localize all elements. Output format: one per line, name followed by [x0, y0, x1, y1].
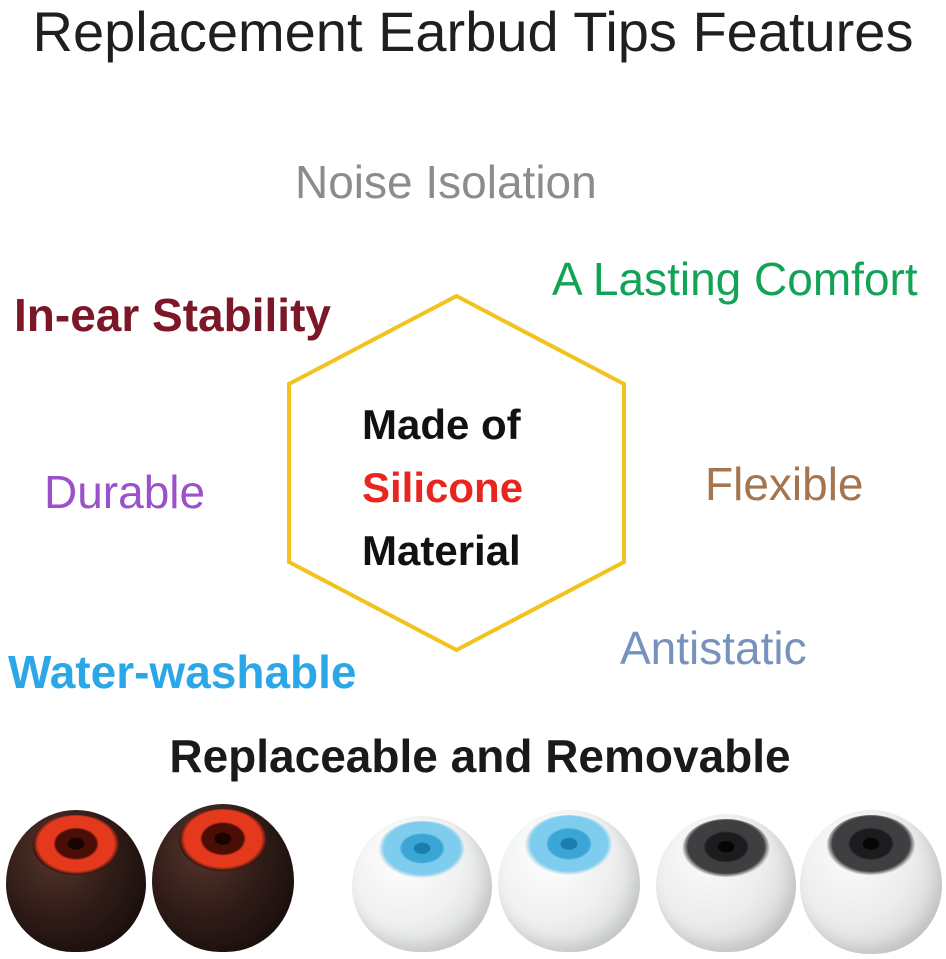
- feature-durable: Durable: [44, 466, 206, 518]
- feature-replaceable-removable: Replaceable and Removable: [169, 730, 791, 782]
- hexagon-shape: [287, 294, 626, 653]
- hexagon-caption-line-2: Silicone: [362, 464, 524, 511]
- earbud-tip-white-black-right: [800, 810, 942, 954]
- earbud-tip-white-blue-left: [352, 816, 492, 952]
- earbud-tip-white-black-left: [656, 814, 796, 952]
- feature-in-ear-stability: In-ear Stability: [14, 289, 331, 341]
- feature-flexible: Flexible: [705, 458, 864, 510]
- hexagon-outline: [287, 294, 626, 653]
- feature-water-washable: Water-washable: [8, 646, 357, 698]
- earbud-opening: [378, 821, 466, 879]
- earbud-opening: [32, 815, 120, 875]
- hexagon-caption-line-1: Made of: [362, 401, 521, 448]
- hexagon-caption: Made of Silicone Material: [362, 393, 523, 582]
- earbud-opening: [682, 819, 770, 877]
- earbud-tip-white-blue-right: [498, 810, 640, 952]
- feature-noise-isolation: Noise Isolation: [295, 156, 597, 208]
- earbud-opening: [524, 815, 614, 875]
- earbud-tip-black-red-left: [6, 810, 146, 952]
- page-title: Replacement Earbud Tips Features: [32, 0, 914, 63]
- earbud-pair-white-blue: [350, 806, 640, 958]
- earbud-tip-black-red-right: [152, 804, 294, 952]
- hexagon-caption-line-3: Material: [362, 527, 521, 574]
- earbud-opening: [178, 809, 268, 872]
- feature-lasting-comfort: A Lasting Comfort: [552, 253, 918, 305]
- earbud-pair-white-black: [654, 808, 944, 959]
- feature-antistatic: Antistatic: [620, 622, 807, 674]
- earbud-pair-black-red: [4, 802, 294, 954]
- earbud-opening: [826, 815, 916, 876]
